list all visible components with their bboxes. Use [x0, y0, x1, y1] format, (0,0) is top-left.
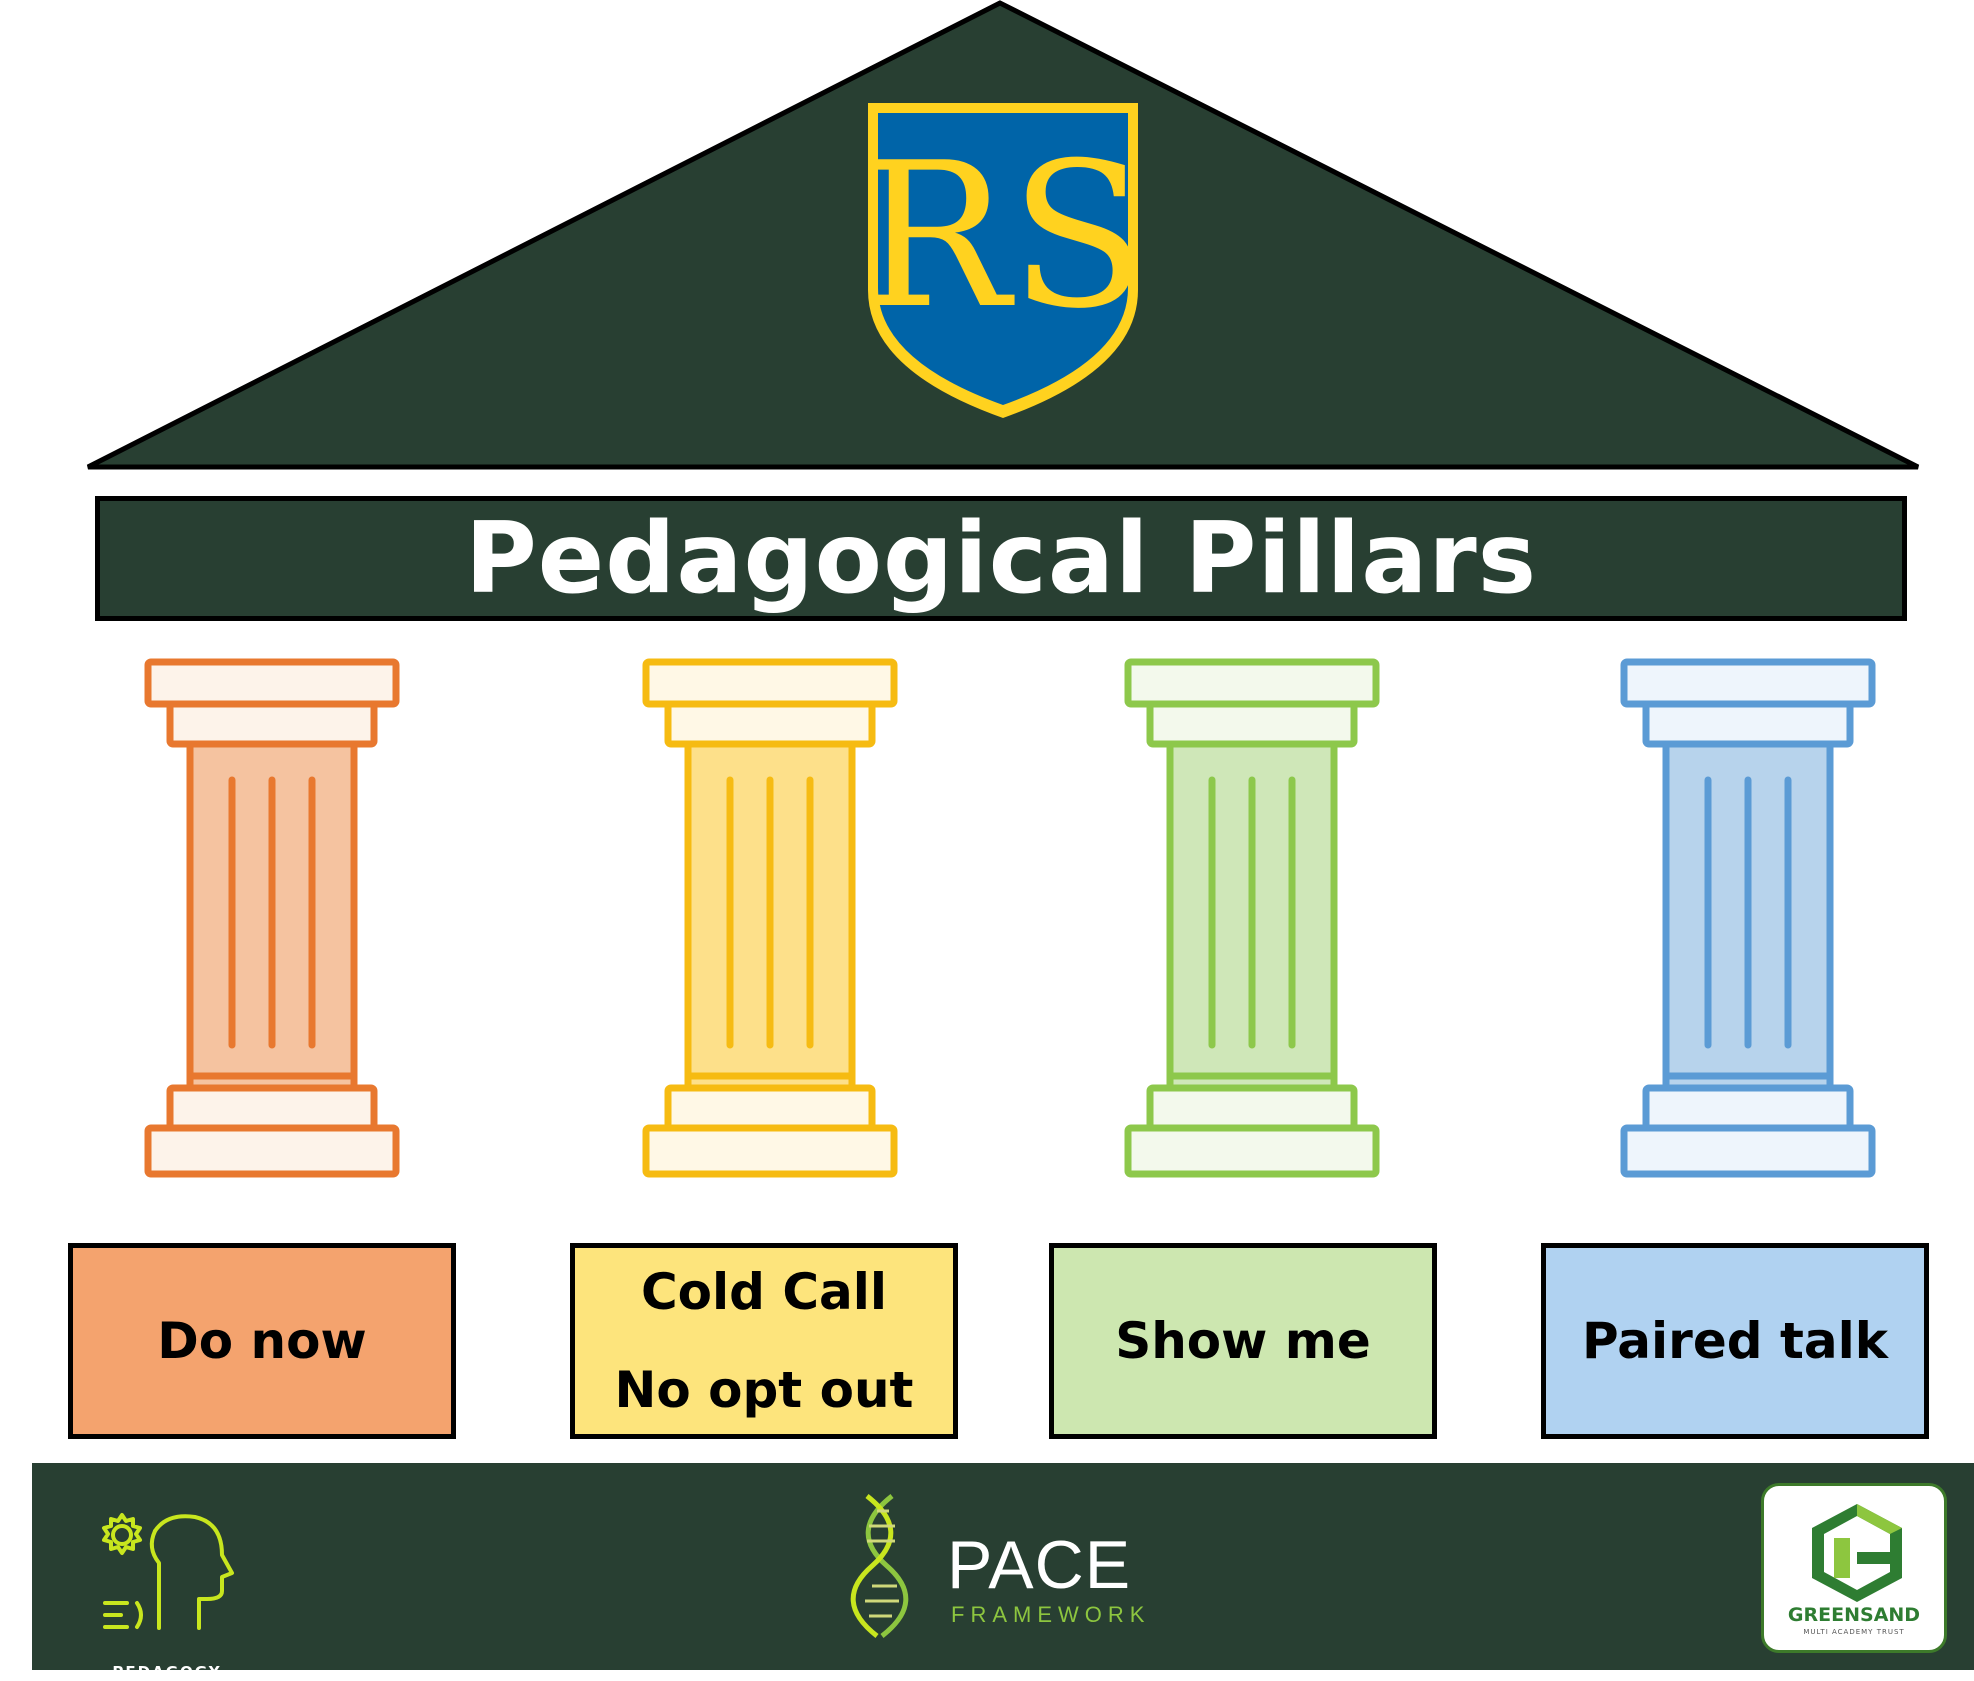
- head-gear-icon: [102, 1513, 234, 1630]
- pillar-label-box: Paired talk: [1541, 1243, 1929, 1439]
- pillar-label-box: Cold Call No opt out: [570, 1243, 958, 1439]
- page-title: Pedagogical Pillars: [464, 501, 1538, 616]
- pillar-column: [144, 658, 400, 1178]
- pillar-label: Cold Call: [640, 1263, 888, 1321]
- footer-bar: PEDAGOGY PACE FRAMEWORK: [32, 1463, 1974, 1681]
- pace-word: PACE: [947, 1527, 1132, 1603]
- pillar-label: Paired talk: [1582, 1312, 1888, 1370]
- pillar-column: [642, 658, 898, 1178]
- greensand-logo: GREENSAND MULTI ACADEMY TRUST: [1761, 1483, 1947, 1653]
- trust-subtitle: MULTI ACADEMY TRUST: [1803, 1628, 1905, 1636]
- pedagogy-label: PEDAGOGY: [112, 1663, 222, 1681]
- pillar-label-box: Do now: [68, 1243, 456, 1439]
- pillar-column: [1124, 658, 1380, 1178]
- pedagogy-logo: PEDAGOGY: [87, 1503, 237, 1681]
- school-crest: RS: [859, 103, 1147, 418]
- pace-subtitle: FRAMEWORK: [951, 1602, 1151, 1627]
- title-banner: Pedagogical Pillars: [95, 496, 1907, 621]
- pillar-label: Do now: [157, 1312, 367, 1370]
- trust-name: GREENSAND: [1787, 1604, 1921, 1626]
- pillar-column: [1620, 658, 1876, 1178]
- pillar-label: Show me: [1115, 1312, 1371, 1370]
- greensand-g-icon: [1812, 1504, 1902, 1602]
- pillar-label: No opt out: [614, 1361, 914, 1419]
- pillar-label-box: Show me: [1049, 1243, 1437, 1439]
- dna-icon: [850, 1494, 909, 1638]
- crest-monogram: RS: [859, 120, 1147, 353]
- pace-logo: PACE FRAMEWORK: [827, 1491, 1157, 1641]
- roof-pediment: RS: [86, 0, 1920, 470]
